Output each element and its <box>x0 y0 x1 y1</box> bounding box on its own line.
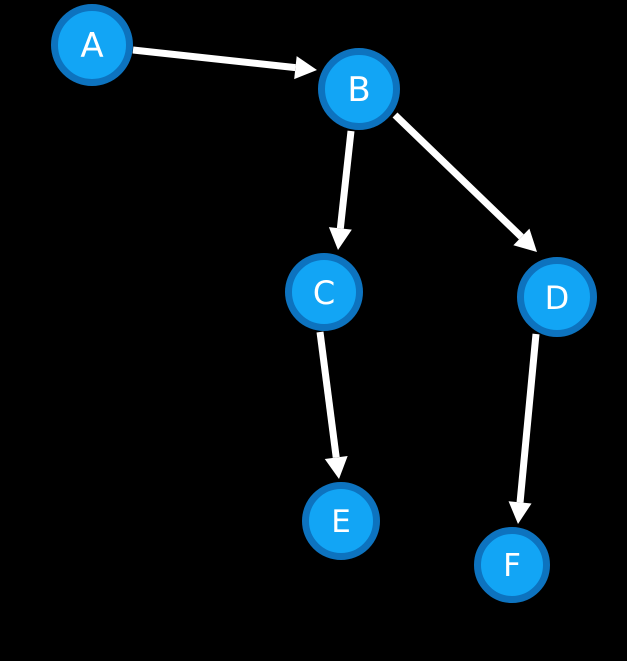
arrowhead-icon <box>508 501 532 524</box>
node-circle[interactable] <box>302 482 380 560</box>
graph-node-b[interactable]: B <box>318 48 400 130</box>
edge-c-to-e <box>316 331 348 479</box>
arrowhead-icon <box>513 228 537 252</box>
edge-shaft <box>392 112 524 240</box>
node-label: B <box>347 70 370 110</box>
arrowhead-icon <box>294 56 317 80</box>
node-circle[interactable] <box>474 527 550 603</box>
edge-shaft <box>516 333 540 503</box>
nodes-layer: A B C D E F <box>51 4 597 603</box>
graph-node-c[interactable]: C <box>285 253 363 331</box>
graph-node-f[interactable]: F <box>474 527 550 603</box>
arrowhead-icon <box>328 227 352 250</box>
edge-b-to-d <box>392 112 537 252</box>
edge-shaft <box>336 130 355 229</box>
edges-layer <box>132 46 540 524</box>
node-label: A <box>80 26 103 66</box>
node-label: F <box>503 548 521 584</box>
edge-a-to-b <box>132 46 317 80</box>
node-circle[interactable] <box>517 257 597 337</box>
arrowhead-icon <box>324 455 348 479</box>
edge-shaft <box>316 331 340 458</box>
node-circle[interactable] <box>51 4 133 86</box>
node-label: C <box>313 274 335 312</box>
graph-node-a[interactable]: A <box>51 4 133 86</box>
edge-shaft <box>132 46 296 72</box>
node-label: E <box>331 504 351 540</box>
node-circle[interactable] <box>285 253 363 331</box>
node-label: D <box>545 279 570 317</box>
graph-node-e[interactable]: E <box>302 482 380 560</box>
edge-d-to-f <box>508 333 540 524</box>
graph-node-d[interactable]: D <box>517 257 597 337</box>
edge-b-to-c <box>328 130 355 250</box>
node-circle[interactable] <box>318 48 400 130</box>
